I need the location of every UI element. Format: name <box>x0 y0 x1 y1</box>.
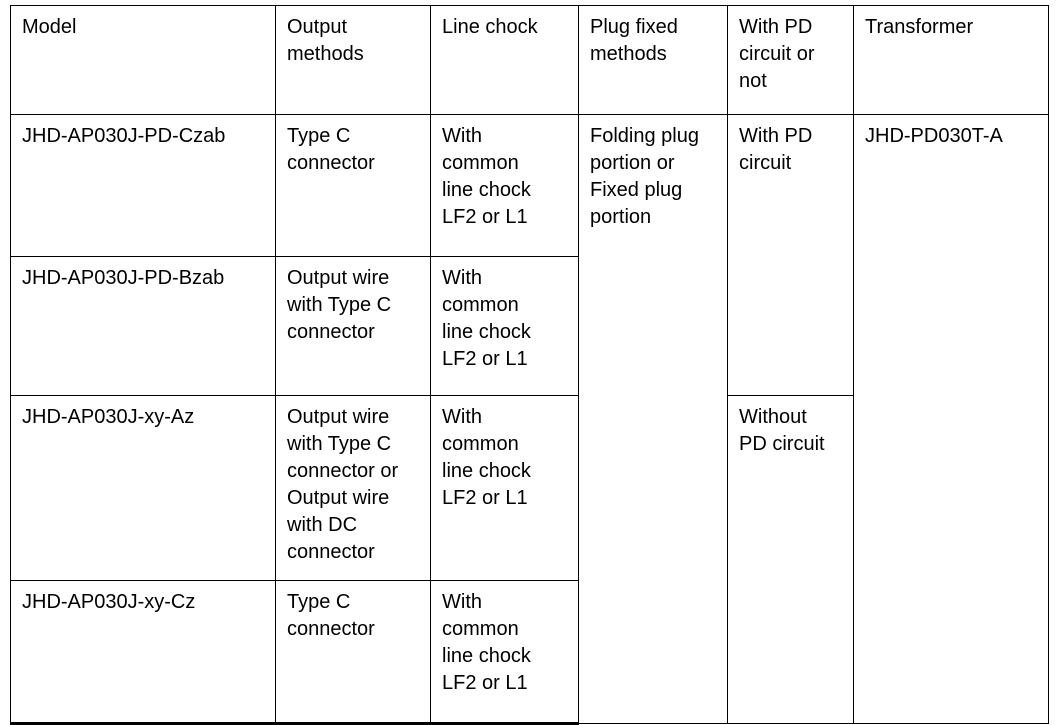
cell-with-pd-circuit: With PD circuit <box>727 114 854 396</box>
model-specification-table: Model Output methods Line chock Plug fix… <box>10 5 1049 725</box>
cell-line-chock: With common line chock LF2 or L1 <box>430 114 579 257</box>
table-row: JHD-AP030J-PD-Bzab Output wire with Type… <box>10 256 1049 396</box>
cell-output-methods: Output wire with Type C connector <box>275 256 431 396</box>
cell-output-methods: Output wire with Type C connector or Out… <box>275 395 431 581</box>
cell-line-chock: With common line chock LF2 or L1 <box>430 256 579 396</box>
cell-model: JHD-AP030J-PD-Czab <box>10 114 276 257</box>
cell-without-pd-circuit: Without PD circuit <box>727 395 854 724</box>
cell-output-methods: Type C connector <box>275 114 431 257</box>
cell-transformer: JHD-PD030T-A <box>853 114 1049 724</box>
cell-line-chock: With common line chock LF2 or L1 <box>430 580 579 725</box>
table-header-row: Model Output methods Line chock Plug fix… <box>10 5 1049 115</box>
cell-line-chock: With common line chock LF2 or L1 <box>430 395 579 581</box>
cell-plug-fixed-methods: Folding plug portion or Fixed plug porti… <box>578 114 728 724</box>
cell-model: JHD-AP030J-xy-Az <box>10 395 276 581</box>
column-header-plug-fixed-methods: Plug fixed methods <box>578 5 728 115</box>
column-header-model: Model <box>10 5 276 115</box>
cell-model: JHD-AP030J-xy-Cz <box>10 580 276 725</box>
document-page: Model Output methods Line chock Plug fix… <box>10 5 1049 725</box>
table-row: JHD-AP030J-xy-Az Output wire with Type C… <box>10 395 1049 724</box>
table-row: JHD-AP030J-PD-Czab Type C connector With… <box>10 114 1049 724</box>
cell-model: JHD-AP030J-PD-Bzab <box>10 256 276 396</box>
column-header-line-chock: Line chock <box>430 5 579 115</box>
cell-output-methods: Type C connector <box>275 580 431 725</box>
column-header-transformer: Transformer <box>853 5 1049 115</box>
column-header-output-methods: Output methods <box>275 5 431 115</box>
column-header-with-pd-circuit-or-not: With PD circuit or not <box>727 5 854 115</box>
